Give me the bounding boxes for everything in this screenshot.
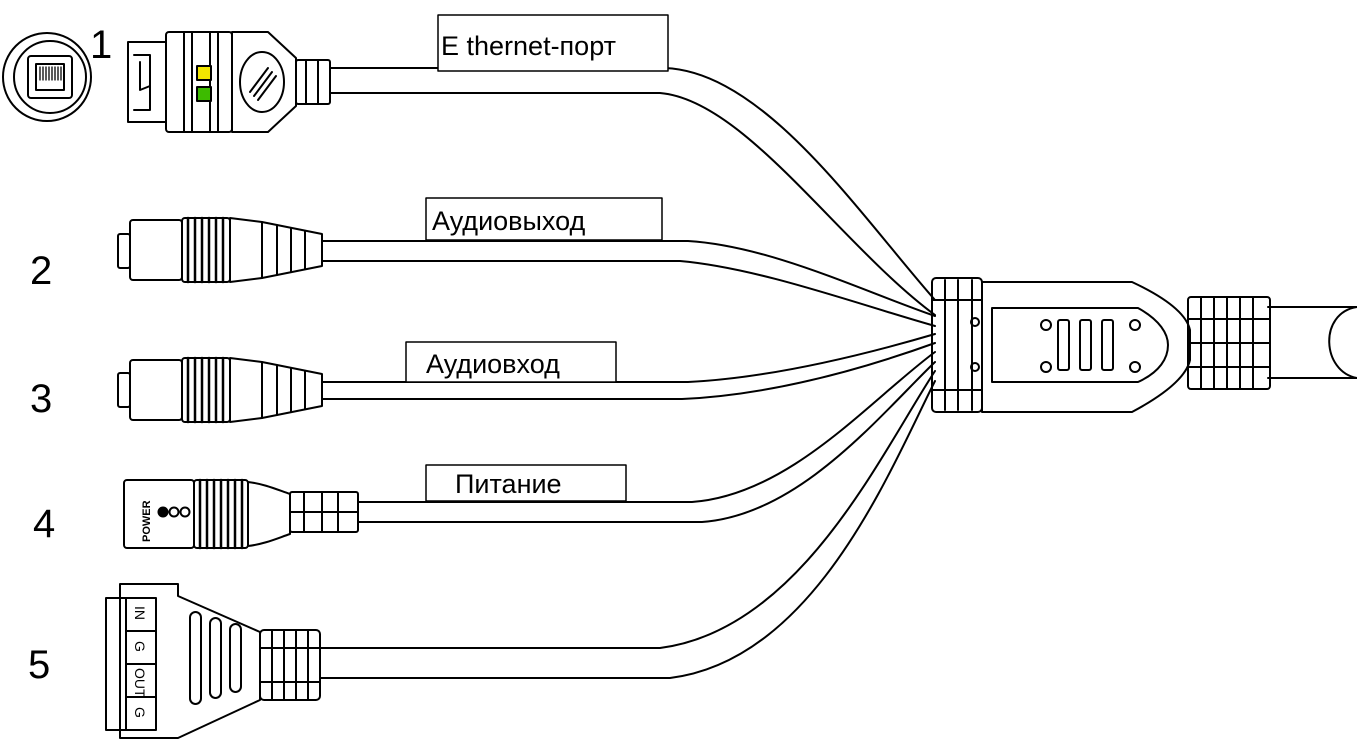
terminal-pin-in: IN xyxy=(132,606,148,620)
label-ethernet-text: E thernet-порт xyxy=(441,31,616,61)
cable-power-edge xyxy=(357,361,936,523)
connector-number-4: 4 xyxy=(33,502,55,546)
rj45-housing xyxy=(165,31,233,133)
cable-ethernet-edge xyxy=(329,92,936,316)
label-audio-out: Аудиовыход xyxy=(425,197,663,241)
label-power: Питание xyxy=(425,464,627,502)
cable-audio-in-edge xyxy=(321,342,936,400)
hub-connector xyxy=(931,277,1271,413)
rj45-boot xyxy=(231,31,297,133)
label-ethernet: E thernet-порт xyxy=(437,14,669,72)
hub-pin-top xyxy=(970,317,980,327)
label-audio-in: Аудиовход xyxy=(405,341,617,383)
hub-slot-2 xyxy=(1079,319,1092,371)
connector-number-5: 5 xyxy=(28,643,50,687)
terminal-pin-out: OUT xyxy=(132,668,148,698)
hub-pin-bottom xyxy=(970,362,980,372)
cable-alarm-edge xyxy=(319,380,936,679)
audio-in-body xyxy=(129,359,183,421)
label-audio-out-text: Аудиовыход xyxy=(432,206,586,236)
cable-main-cut xyxy=(1328,306,1357,379)
cable-alarm xyxy=(319,370,936,649)
label-box xyxy=(425,197,663,241)
cables xyxy=(319,67,1357,679)
rj45-icon xyxy=(2,31,331,133)
audio-jack-icon xyxy=(117,216,323,284)
rj45-face-inner xyxy=(13,40,87,114)
hub-slot-1 xyxy=(1057,319,1070,371)
label-box xyxy=(405,341,617,383)
connector-number-2: 2 xyxy=(30,249,52,293)
terminal-strain-relief xyxy=(259,629,321,701)
label-power-text: Питание xyxy=(455,469,562,499)
led-yellow-icon xyxy=(196,65,212,81)
terminal-strip xyxy=(105,597,127,731)
audio-out-body xyxy=(129,219,183,281)
audio-jack-icon xyxy=(117,356,323,424)
label-box xyxy=(437,14,669,72)
cable-audio-out xyxy=(321,240,936,317)
rj45-face-outer xyxy=(2,32,92,122)
hub-slot-3 xyxy=(1101,319,1114,371)
hub-body-inner xyxy=(991,307,1169,383)
cable-ethernet xyxy=(329,67,936,301)
terminal-pin-g1: G xyxy=(132,641,148,652)
led-green-icon xyxy=(196,86,212,102)
label-box xyxy=(425,464,627,502)
label-audio-in-text: Аудиовход xyxy=(426,349,560,379)
connector-number-3: 3 xyxy=(30,377,52,421)
rj45-port xyxy=(27,55,73,99)
rj45-strain-relief xyxy=(295,59,331,105)
hub-body xyxy=(981,281,1191,413)
audio-out-tail xyxy=(261,221,323,279)
cable-audio-in xyxy=(321,333,936,383)
connector-number-1: 1 xyxy=(90,23,112,67)
cable-audio-out-edge xyxy=(321,260,936,327)
audio-in-tail xyxy=(261,361,323,419)
alarm-terminal-icon: IN G OUT G xyxy=(105,583,321,739)
power-marking: POWER xyxy=(141,500,153,542)
cable-power xyxy=(357,351,936,503)
terminal-pin-g2: G xyxy=(132,707,148,718)
dc-power-icon: POWER xyxy=(123,478,359,550)
